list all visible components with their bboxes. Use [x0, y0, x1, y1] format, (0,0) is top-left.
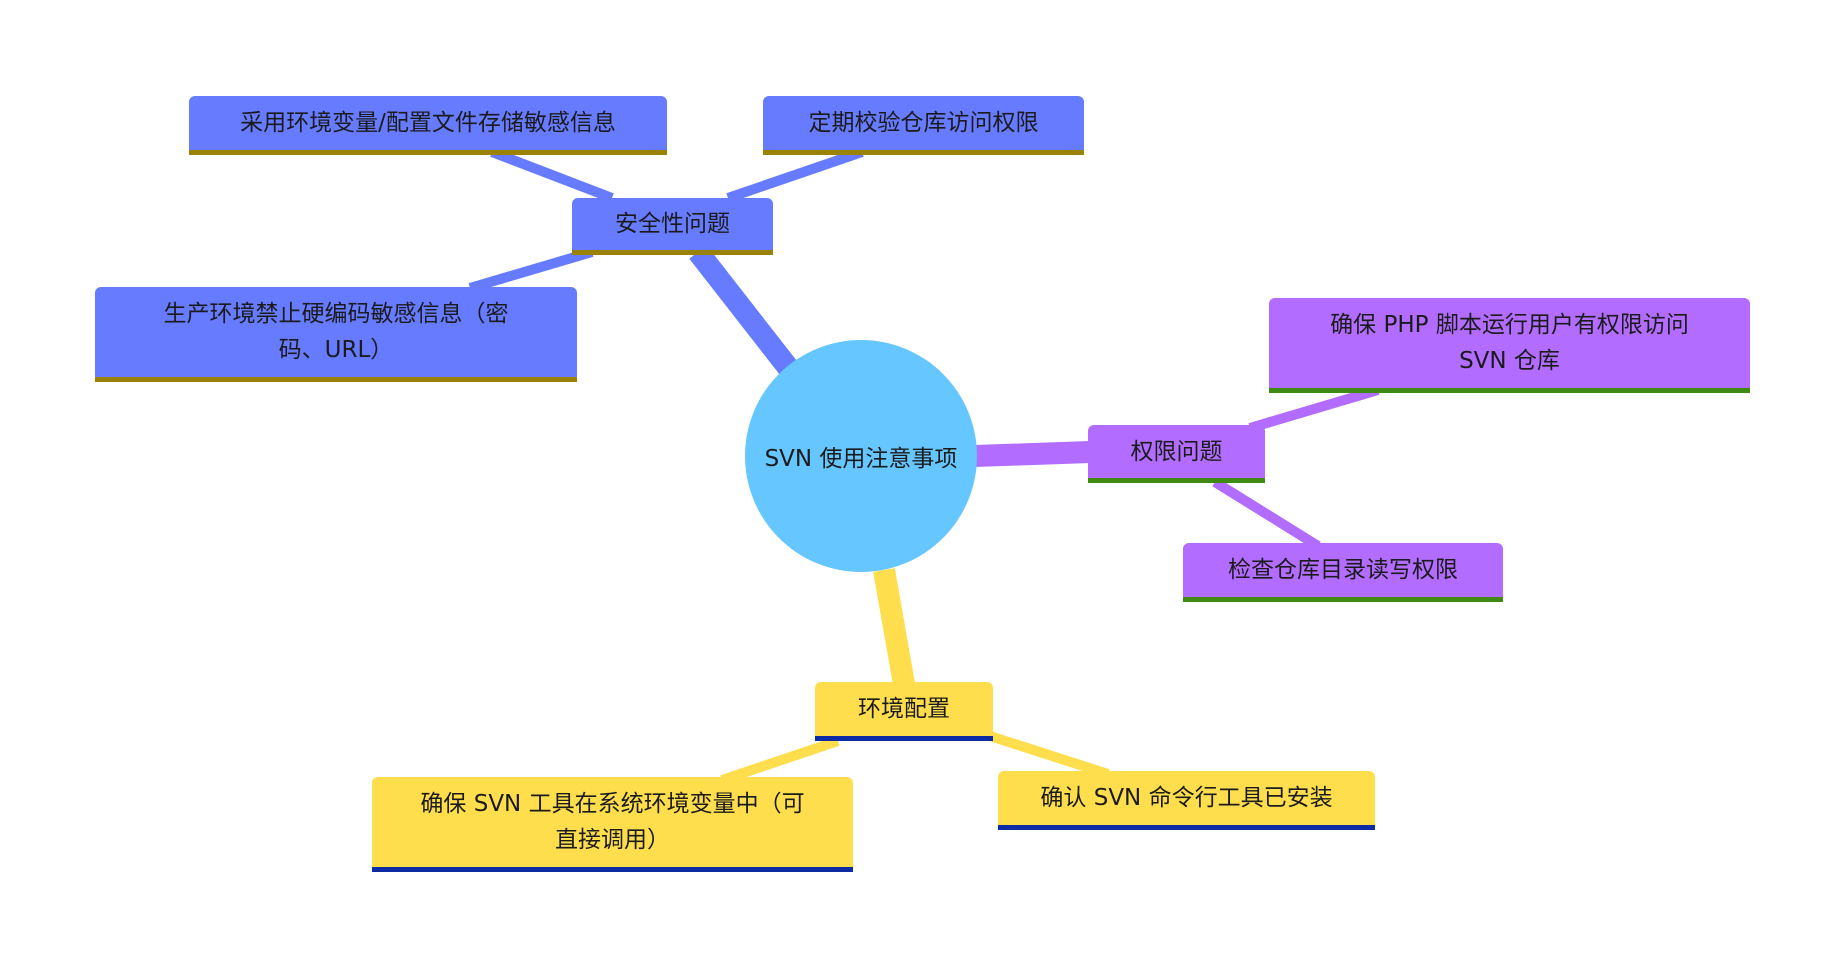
connector-env-path	[720, 736, 840, 785]
branch-node-security[interactable]: 安全性问题	[572, 198, 773, 255]
leaf-node-dir-rw-label: 检查仓库目录读写权限	[1228, 557, 1458, 583]
leaf-node-access-check-label: 定期校验仓库访问权限	[808, 110, 1039, 136]
leaf-node-cli-installed[interactable]: 确认 SVN 命令行工具已安装	[998, 771, 1375, 830]
leaf-node-no-hardcode-label: 生产环境禁止硬编码敏感信息（密码、URL）	[163, 301, 509, 363]
leaf-node-cli-installed-label: 确认 SVN 命令行工具已安装	[1040, 785, 1333, 811]
connector-security-hardcode	[468, 247, 594, 293]
connector-permission-php	[1248, 385, 1380, 433]
connector-security-check	[726, 147, 864, 203]
connector-root-env	[873, 568, 915, 686]
branch-node-permission[interactable]: 权限问题	[1088, 425, 1265, 483]
leaf-node-env-path[interactable]: 确保 SVN 工具在系统环境变量中（可直接调用）	[372, 777, 853, 872]
branch-node-permission-label: 权限问题	[1130, 438, 1223, 465]
connector-security-env	[490, 147, 614, 203]
leaf-node-env-storage-label: 采用环境变量/配置文件存储敏感信息	[240, 110, 616, 136]
connector-permission-rw	[1212, 477, 1321, 551]
connector-root-security	[689, 245, 799, 377]
root-node[interactable]: SVN 使用注意事项	[745, 340, 977, 572]
leaf-node-dir-rw[interactable]: 检查仓库目录读写权限	[1183, 543, 1503, 602]
leaf-node-php-user-access[interactable]: 确保 PHP 脚本运行用户有权限访问 SVN 仓库	[1269, 298, 1750, 393]
branch-node-environment[interactable]: 环境配置	[815, 682, 993, 741]
branch-node-security-label: 安全性问题	[615, 211, 730, 237]
leaf-node-no-hardcode[interactable]: 生产环境禁止硬编码敏感信息（密码、URL）	[95, 287, 577, 382]
branch-node-environment-label: 环境配置	[858, 696, 950, 722]
connector-env-installed	[988, 731, 1110, 779]
root-node-label: SVN 使用注意事项	[764, 446, 958, 472]
leaf-node-env-path-label: 确保 SVN 工具在系统环境变量中（可直接调用）	[420, 791, 805, 853]
leaf-node-php-user-access-label: 确保 PHP 脚本运行用户有权限访问 SVN 仓库	[1330, 312, 1689, 374]
leaf-node-access-check[interactable]: 定期校验仓库访问权限	[763, 96, 1084, 155]
leaf-node-env-storage[interactable]: 采用环境变量/配置文件存储敏感信息	[189, 96, 667, 155]
connector-root-permission	[974, 441, 1091, 467]
